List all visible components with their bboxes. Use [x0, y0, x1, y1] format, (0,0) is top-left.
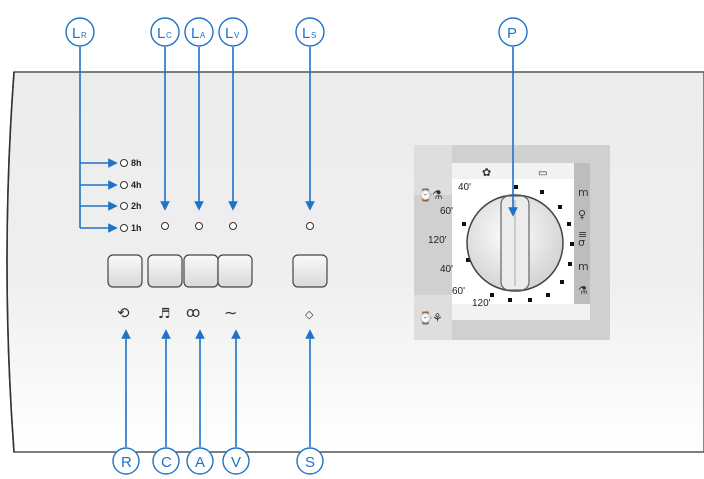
synthetic-icon-2: m: [578, 260, 589, 273]
callout-P: P: [498, 17, 528, 47]
callout-LA: L A: [184, 17, 214, 47]
callout-P-letter: P: [507, 25, 517, 42]
programme-dial: ⌚ ⚗ ⌚ ⚘ ✿ ▭ m ♀ ≡ σ m ⚗ 40': [414, 145, 610, 340]
callout-LS-sub: S: [311, 31, 316, 40]
callout-LV-sub: V: [234, 31, 240, 40]
drain-icon: ▭: [538, 168, 547, 179]
callout-C-letter: C: [161, 454, 172, 471]
quick-wash-icon: ∼: [224, 303, 237, 322]
button-arrows: [121, 329, 315, 447]
callout-R: R: [112, 447, 140, 475]
dial-label-60-top: 60': [440, 206, 453, 217]
delicate-icon: ♀: [578, 208, 586, 221]
button-V[interactable]: [217, 254, 253, 288]
dial-label-40-bottom: 40': [440, 264, 453, 275]
spin-icon-2: σ: [578, 236, 585, 249]
delay-leds: 8h 4h 2h 1h: [120, 158, 142, 233]
callout-LV-letter: L: [225, 25, 233, 42]
callout-S-letter: S: [305, 454, 315, 471]
callout-LV: L V: [218, 17, 248, 47]
button-R[interactable]: [107, 254, 143, 288]
callout-V-letter: V: [231, 454, 241, 471]
led-LS: [306, 222, 314, 230]
button-S[interactable]: [292, 254, 328, 288]
callout-LC: L C: [150, 17, 180, 47]
led-LV: [229, 222, 237, 230]
wool-icon: ⚘: [432, 311, 443, 325]
dial-label-120-bottom: 120': [472, 298, 491, 309]
delay-2h-label: 2h: [131, 201, 142, 211]
extra-rinse-icon: ꝏ: [186, 305, 200, 321]
callout-LR-letter: L: [72, 25, 80, 42]
callout-LS-letter: L: [302, 25, 310, 42]
callout-LA-letter: L: [191, 25, 199, 42]
callout-A-letter: A: [195, 454, 205, 471]
callout-V: V: [222, 447, 250, 475]
start-icon: ◇: [305, 308, 314, 321]
dial-dots: [462, 185, 574, 302]
delay-4h-label: 4h: [131, 180, 142, 190]
delay-led-arrows: [79, 47, 315, 233]
dial-label-120-top: 120': [428, 235, 447, 246]
delay-timer-icon: ⌚: [418, 188, 433, 202]
synthetic-icon: m: [578, 186, 589, 199]
callout-LA-sub: A: [200, 31, 206, 40]
callout-A: A: [186, 447, 214, 475]
flask-icon-2: ⚗: [578, 284, 588, 297]
callout-C: C: [152, 447, 180, 475]
delay-8h-label: 8h: [131, 158, 142, 168]
callout-LR: L R: [65, 17, 95, 47]
rinse-icon: ≡: [578, 228, 587, 241]
led-LC: [161, 222, 169, 230]
callout-LR-sub: R: [81, 31, 87, 40]
callout-R-letter: R: [121, 454, 132, 471]
callout-LS: L S: [295, 17, 325, 47]
cotton-icon: ✿: [482, 166, 491, 179]
flask-icon: ⚗: [432, 188, 443, 202]
callout-LC-sub: C: [166, 31, 172, 40]
dial-label-60-bottom: 60': [452, 286, 465, 297]
delay-1h-label: 1h: [131, 223, 142, 233]
callout-LC-letter: L: [157, 25, 165, 42]
callout-S: S: [296, 447, 324, 475]
music-note-icon: ♬: [158, 306, 171, 322]
button-C[interactable]: [147, 254, 183, 288]
delay-timer-icon-2: ⌚: [418, 311, 433, 325]
dial-label-40-top: 40': [458, 182, 471, 193]
button-A[interactable]: [183, 254, 219, 288]
led-LA: [195, 222, 203, 230]
spin-icon: ⟲: [117, 304, 130, 322]
